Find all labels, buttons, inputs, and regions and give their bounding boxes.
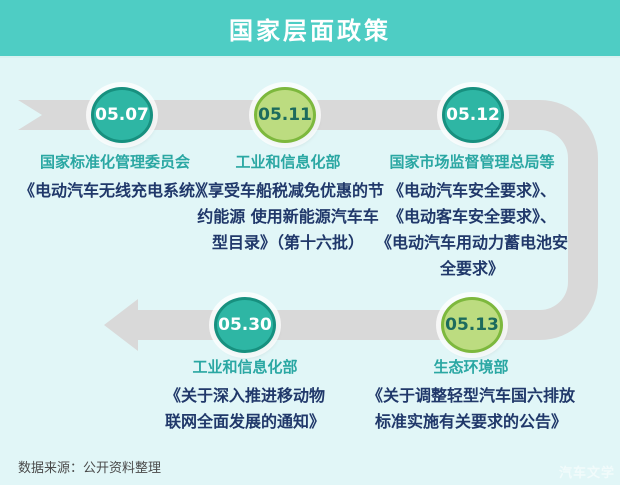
date-badge-0511: 05.11 — [254, 87, 316, 143]
event-policy: 《享受车船税减免优惠的节 约能源 使用新能源汽车车 型目录》（第十六批） — [191, 181, 384, 252]
event-agency: 工业和信息化部 — [192, 358, 298, 376]
page-title: 国家层面政策 — [229, 16, 391, 45]
event-policy: 《关于调整轻型汽车国六排放 标准实施有关要求的公告》 — [366, 386, 575, 431]
event-agency: 生态环境部 — [433, 358, 509, 376]
date-badge-0507: 05.07 — [91, 87, 153, 143]
date-badge-0512: 05.12 — [442, 87, 504, 143]
timeline-event: 国家市场监督管理总局等 《电动汽车安全要求》、 《电动客车安全要求》、 《电动汽… — [376, 153, 568, 282]
event-policy: 《关于深入推进移动物 联网全面发展的通知》 — [164, 386, 325, 431]
event-agency: 国家标准化管理委员会 — [39, 153, 190, 171]
timeline-event: 工业和信息化部 《享受车船税减免优惠的节 约能源 使用新能源汽车车 型目录》（第… — [190, 153, 386, 256]
event-policy: 《电动汽车无线充电系统》 — [18, 181, 211, 200]
event-agency: 国家市场监督管理总局等 — [389, 153, 555, 171]
timeline-event: 国家标准化管理委员会 《电动汽车无线充电系统》 — [2, 153, 228, 204]
date-badge-0530: 05.30 — [214, 297, 276, 353]
timeline-event: 工业和信息化部 《关于深入推进移动物 联网全面发展的通知》 — [152, 358, 338, 435]
date-badge-0513: 05.13 — [441, 297, 503, 353]
header-bar: 国家层面政策 — [0, 0, 620, 58]
watermark: 汽车文学 — [558, 466, 615, 481]
data-source-note: 数据来源：公开资料整理 — [18, 461, 162, 476]
timeline-event: 生态环境部 《关于调整轻型汽车国六排放 标准实施有关要求的公告》 — [362, 358, 580, 435]
event-agency: 工业和信息化部 — [235, 153, 341, 171]
event-policy: 《电动汽车安全要求》、 《电动客车安全要求》、 《电动汽车用动力蓄电池安 全要求… — [376, 181, 569, 278]
